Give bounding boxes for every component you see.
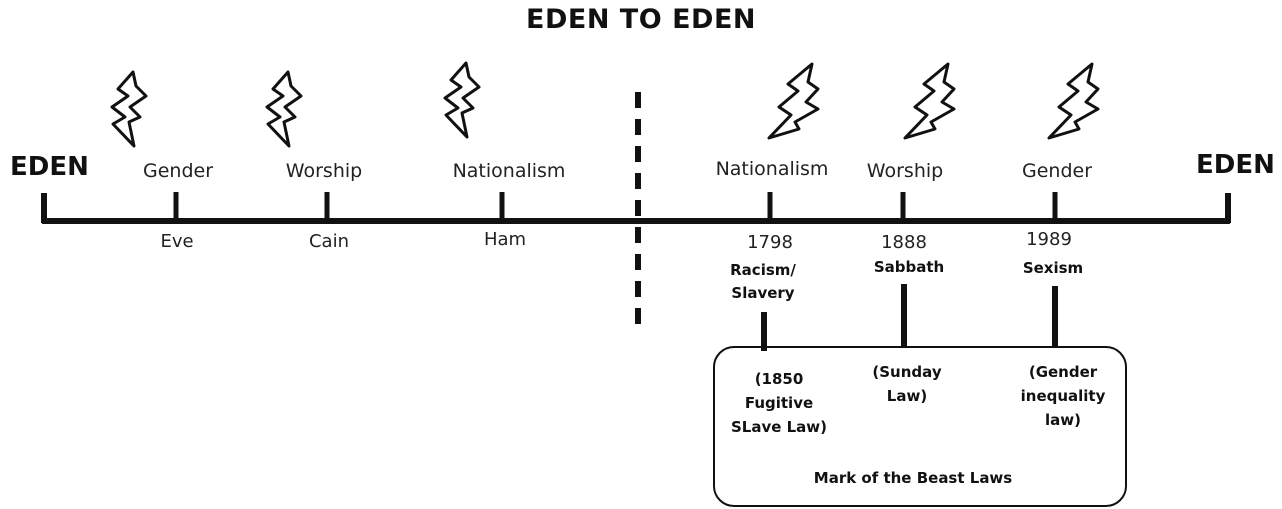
- person-label: Ham: [483, 229, 527, 250]
- topic-label: Gender: [1021, 160, 1093, 182]
- topic-label: Worship: [866, 160, 944, 182]
- person-label: Eve: [160, 231, 194, 252]
- topic-label: Worship: [285, 160, 363, 182]
- person-label: Cain: [308, 231, 350, 252]
- lightning-bolt-icon: [1047, 62, 1100, 140]
- lightning-bolt-icon: [265, 70, 303, 148]
- issue-label: Sabbath: [873, 258, 945, 276]
- law-label: (Gender inequality law): [1020, 363, 1106, 429]
- topic-label: Nationalism: [452, 160, 566, 182]
- eden-label-right: EDEN: [1196, 150, 1275, 180]
- lightning-bolt-icon: [443, 61, 481, 139]
- diagram-title: EDEN TO EDEN: [526, 4, 756, 35]
- topic-label: Nationalism: [715, 158, 829, 180]
- year-label: 1798: [747, 232, 793, 253]
- issue-label: Racism/ Slavery: [730, 261, 796, 302]
- lightning-bolt-icon: [110, 70, 148, 148]
- lightning-bolt-icon: [903, 62, 956, 140]
- law-label: (1850 Fugitive SLave Law): [730, 370, 828, 436]
- year-label: 1888: [881, 232, 927, 253]
- issue-label: Sexism: [1022, 259, 1084, 277]
- mark-of-the-beast-box: [713, 346, 1127, 507]
- eden-label-left: EDEN: [10, 152, 89, 182]
- year-label: 1989: [1026, 229, 1072, 250]
- law-label: (Sunday Law): [872, 363, 942, 405]
- lightning-bolt-icon: [767, 62, 820, 140]
- topic-label: Gender: [142, 160, 214, 182]
- box-caption: Mark of the Beast Laws: [813, 469, 1013, 487]
